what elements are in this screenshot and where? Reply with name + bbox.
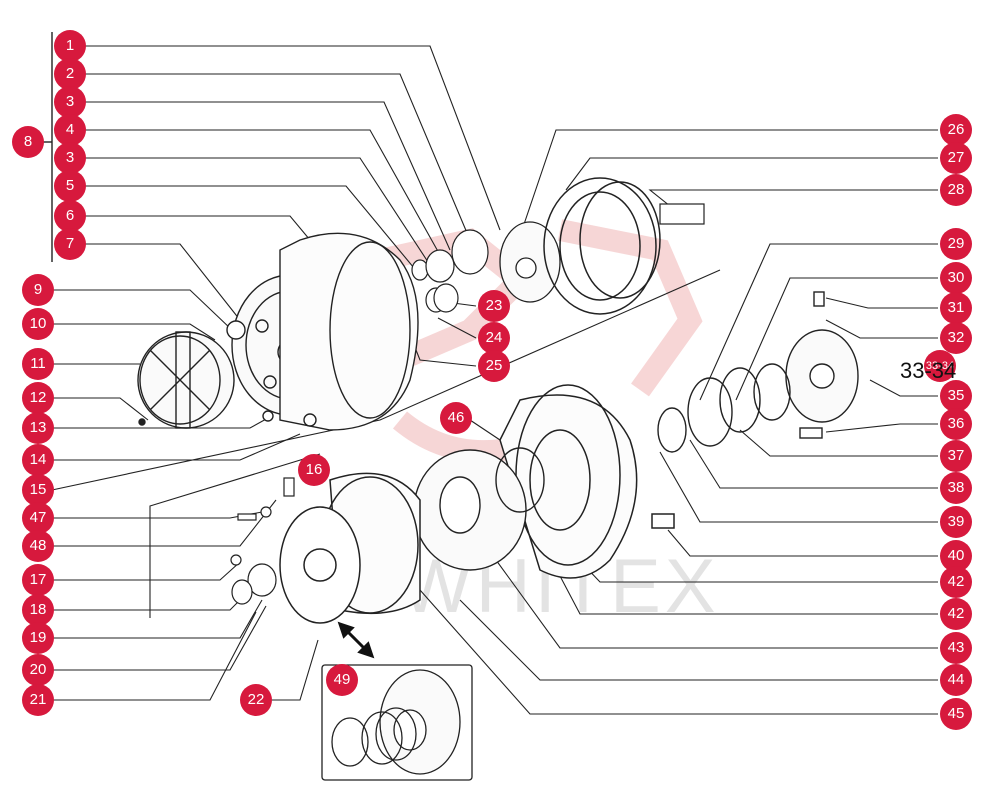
callout-badge[interactable]: 42 [940,598,972,630]
detail-inset [321,664,473,781]
callout-badge[interactable]: 2 [54,58,86,90]
housing [279,232,419,431]
double-arrow [337,621,375,659]
callout-badge[interactable]: 10 [22,308,54,340]
callout-badge[interactable]: 43 [940,632,972,664]
callout-badge[interactable]: 30 [940,262,972,294]
callout-badge[interactable]: 22 [240,684,272,716]
callout-badge[interactable]: 16 [298,454,330,486]
callout-badge[interactable]: 36 [940,408,972,440]
callout-badge[interactable]: 9 [22,274,54,306]
callout-badge[interactable]: 18 [22,594,54,626]
callout-badge[interactable]: 35 [940,380,972,412]
callout-badge[interactable]: 3 [54,142,86,174]
callout-badge[interactable]: 11 [22,348,54,380]
callout-badge[interactable]: 33-34 [924,350,956,382]
clutch-cover [137,331,274,429]
small-parts [230,477,295,605]
gear-disc [413,447,545,571]
callout-badge[interactable]: 13 [22,412,54,444]
callout-badge[interactable]: 42 [940,566,972,598]
callout-badge[interactable]: 23 [478,290,510,322]
callout-badge[interactable]: 21 [22,684,54,716]
callout-badge[interactable]: 7 [54,228,86,260]
callout-badge[interactable]: 4 [54,114,86,146]
callout-badge[interactable]: 46 [440,402,472,434]
callout-badge[interactable]: 48 [22,530,54,562]
shaft [659,203,705,225]
callout-badge[interactable]: 20 [22,654,54,686]
callout-badge[interactable]: 12 [22,382,54,414]
callout-badge[interactable]: 6 [54,200,86,232]
callout-badge[interactable]: 28 [940,174,972,206]
hub-assembly [657,291,859,453]
callout-badge[interactable]: 27 [940,142,972,174]
leader-lines [51,45,938,715]
callout-badge[interactable]: 5 [54,170,86,202]
callout-badge[interactable]: 44 [940,664,972,696]
callout-badge[interactable]: 25 [478,350,510,382]
callout-badge[interactable]: 29 [940,228,972,260]
callout-badge[interactable]: 3 [54,86,86,118]
drum [279,472,421,624]
callout-badge[interactable]: 15 [22,474,54,506]
callout-badge[interactable]: 31 [940,292,972,324]
callout-badge[interactable]: 8 [12,126,44,158]
callout-badge[interactable]: 37 [940,440,972,472]
callout-badge[interactable]: 47 [22,502,54,534]
callout-badge[interactable]: 49 [326,664,358,696]
callout-badge[interactable]: 26 [940,114,972,146]
callout-badge[interactable]: 17 [22,564,54,596]
main-housing [499,384,675,579]
callout-badge[interactable]: 24 [478,322,510,354]
callout-badge[interactable]: 14 [22,444,54,476]
callout-badge[interactable]: 45 [940,698,972,730]
callout-badge[interactable]: 32 [940,322,972,354]
small-gears [411,229,489,313]
planet-carrier [499,221,561,303]
callout-badge[interactable]: 1 [54,30,86,62]
callout-badge[interactable]: 39 [940,506,972,538]
callout-badge[interactable]: 38 [940,472,972,504]
side-label: 33-34 [900,358,957,383]
callout-badge[interactable]: 19 [22,622,54,654]
ring-gear [543,177,661,315]
